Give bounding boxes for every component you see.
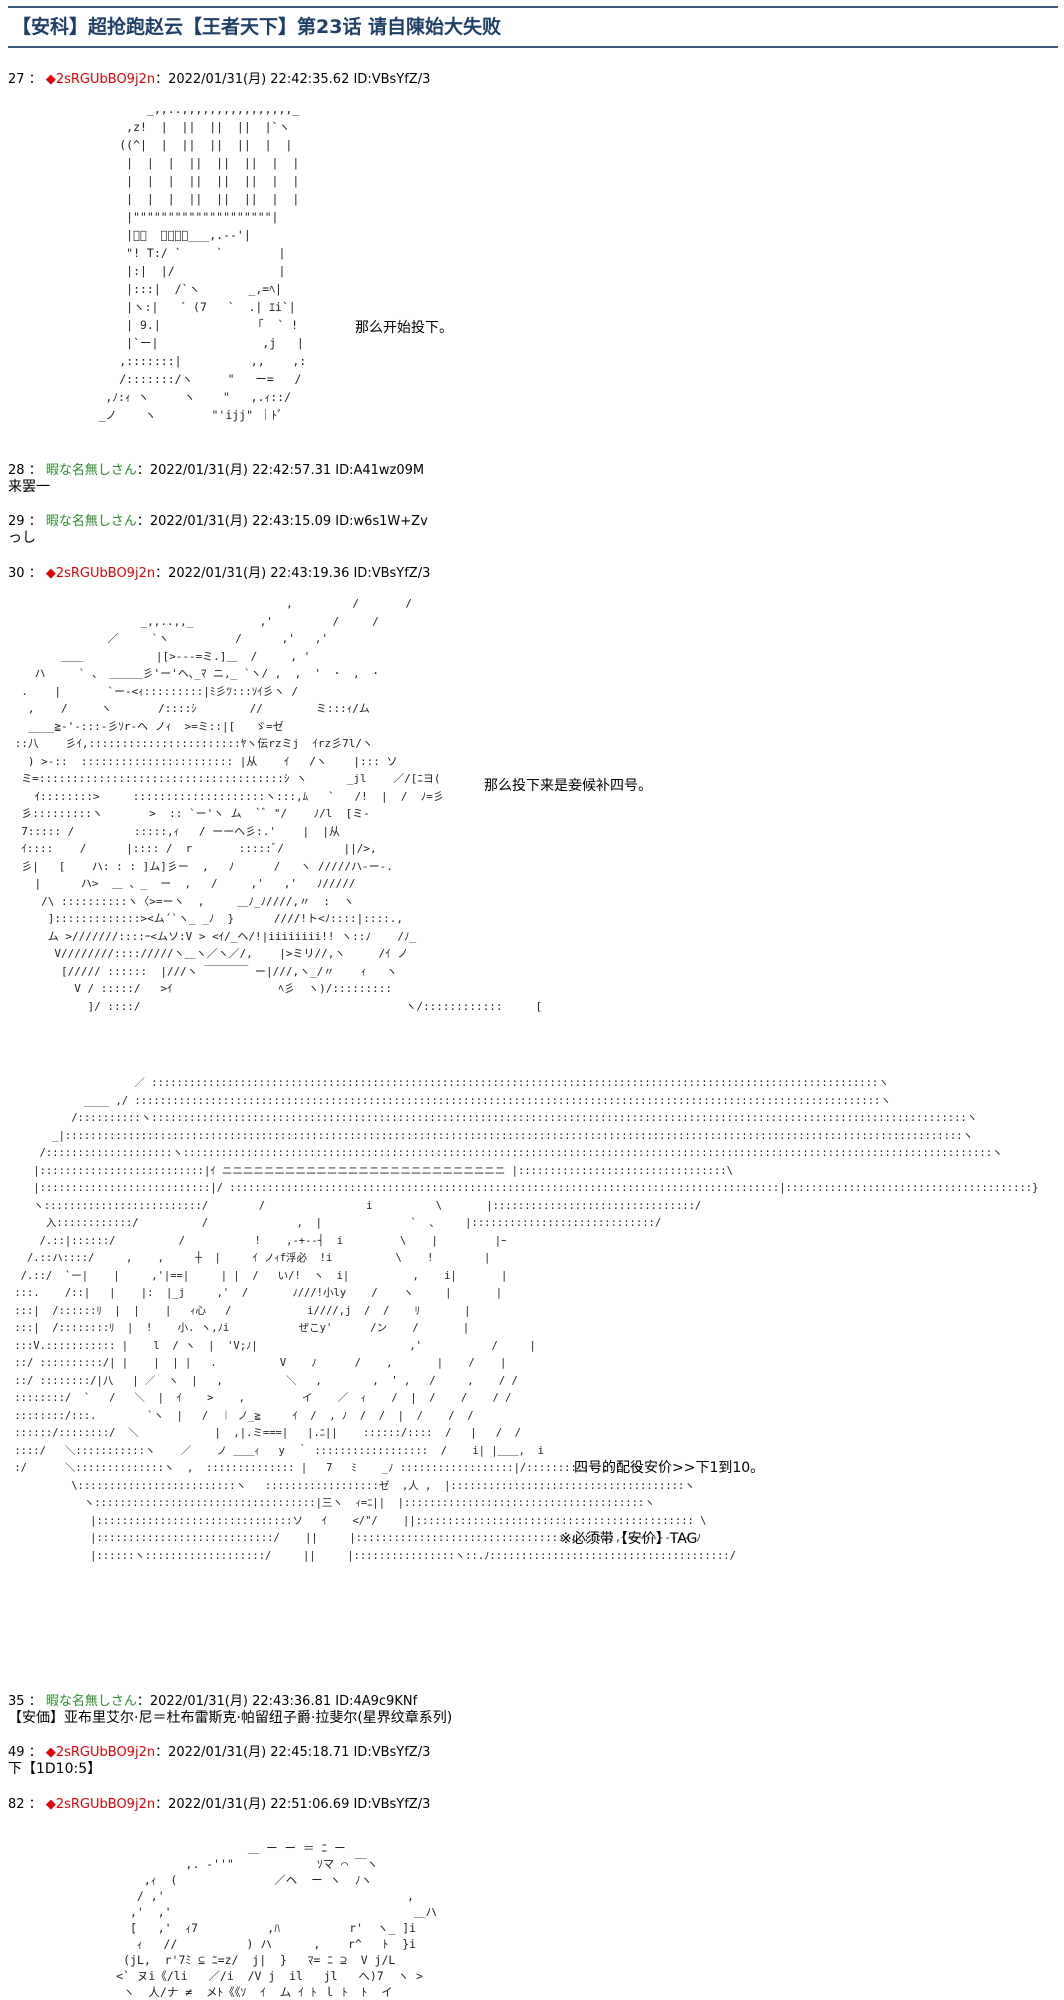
caption-30: 那么投下来是妾候补四号。 [484, 778, 652, 794]
post-header-82: 82 ： ◆2sRGUbBO9j2n：2022/01/31(月) 22:51:0… [8, 1793, 430, 1812]
post-number[interactable]: 35 [8, 1694, 25, 1709]
post-header-49: 49 ： ◆2sRGUbBO9j2n：2022/01/31(月) 22:45:1… [8, 1741, 430, 1760]
post-meta: ：2022/01/31(月) 22:45:18.71 ID:VBsYfZ/3 [155, 1745, 431, 1760]
diamond-icon: ◆ [45, 72, 56, 87]
separator: ： [28, 1694, 42, 1709]
page-title: 【安科】超抢跑赵云【王者天下】第23话 请自陳始大失败 [12, 16, 502, 38]
post-meta: ：2022/01/31(月) 22:42:57.31 ID:A41wz09M [136, 463, 425, 478]
post-number[interactable]: 30 [8, 566, 25, 581]
ascii-art-30b: ／ ::::::::::::::::::::::::::::::::::::::… [14, 1077, 1039, 1562]
diamond-icon: ◆ [45, 1797, 56, 1812]
ascii-art-30: , / / _,,..,,_ ,' / / ／ `ヽ / ,' ,' ＿＿ |[… [14, 597, 543, 1013]
poster-name: 2sRGUbBO9j2n [55, 566, 156, 581]
post-meta: ：2022/01/31(月) 22:51:06.69 ID:VBsYfZ/3 [155, 1797, 431, 1812]
poster-name: 暇な名無しさん [45, 1694, 137, 1709]
diamond-icon: ◆ [45, 1745, 56, 1760]
poster-name: 2sRGUbBO9j2n [55, 1797, 156, 1812]
separator: ： [28, 1745, 42, 1760]
separator: ： [28, 72, 42, 87]
ascii-art-27: _,,..,,,,,,,,,,,,,,,,_ ,z! | || || || |`… [98, 102, 307, 422]
ascii-art-82: ＿ ー ー ＝ ﾆ ー ,. -''" ｿマ ⌒ ￣ヽ ,ｨ ( ／ヘ ー ヽ … [116, 1841, 437, 1999]
separator: ： [28, 1797, 42, 1812]
diamond-icon: ◆ [45, 566, 56, 581]
caption-30b-line2: ※必须带【安价】TAG [560, 1531, 698, 1547]
post-header-28: 28 ： 暇な名無しさん：2022/01/31(月) 22:42:57.31 I… [8, 459, 424, 478]
post-number[interactable]: 27 [8, 72, 25, 87]
separator: ： [28, 514, 42, 529]
post-body-29: っし [8, 530, 36, 546]
post-header-29: 29 ： 暇な名無しさん：2022/01/31(月) 22:43:15.09 I… [8, 510, 428, 529]
post-number[interactable]: 82 [8, 1797, 25, 1812]
separator: ： [28, 463, 42, 478]
post-header-27: 27 ： ◆2sRGUbBO9j2n：2022/01/31(月) 22:42:3… [8, 68, 430, 87]
post-body-28: 来罢一 [8, 479, 50, 495]
caption-27: 那么开始投下。 [355, 320, 453, 336]
post-meta: ：2022/01/31(月) 22:43:36.81 ID:4A9c9KNf [136, 1694, 418, 1709]
poster-name: 2sRGUbBO9j2n [55, 1745, 156, 1760]
post-header-30: 30 ： ◆2sRGUbBO9j2n：2022/01/31(月) 22:43:1… [8, 562, 430, 581]
post-number[interactable]: 28 [8, 463, 25, 478]
post-meta: ：2022/01/31(月) 22:43:19.36 ID:VBsYfZ/3 [155, 566, 431, 581]
poster-name: 暇な名無しさん [45, 514, 137, 529]
post-meta: ：2022/01/31(月) 22:42:35.62 ID:VBsYfZ/3 [155, 72, 431, 87]
post-number[interactable]: 29 [8, 514, 25, 529]
post-meta: ：2022/01/31(月) 22:43:15.09 ID:w6s1W+Zv [136, 514, 428, 529]
post-body-35: 【安価】亚布里艾尔·尼＝杜布雷斯克·帕留纽子爵·拉斐尔(星界纹章系列) [8, 1710, 453, 1726]
separator: ： [28, 566, 42, 581]
poster-name: 2sRGUbBO9j2n [55, 72, 156, 87]
title-bar: 【安科】超抢跑赵云【王者天下】第23话 请自陳始大失败 [8, 6, 1058, 48]
post-number[interactable]: 49 [8, 1745, 25, 1760]
post-header-35: 35 ： 暇な名無しさん：2022/01/31(月) 22:43:36.81 I… [8, 1690, 417, 1709]
poster-name: 暇な名無しさん [45, 463, 137, 478]
post-body-49: 下【1D10:5】 [8, 1761, 102, 1777]
caption-30b-line1: 四号的配役安价>>下1到10。 [574, 1460, 765, 1476]
